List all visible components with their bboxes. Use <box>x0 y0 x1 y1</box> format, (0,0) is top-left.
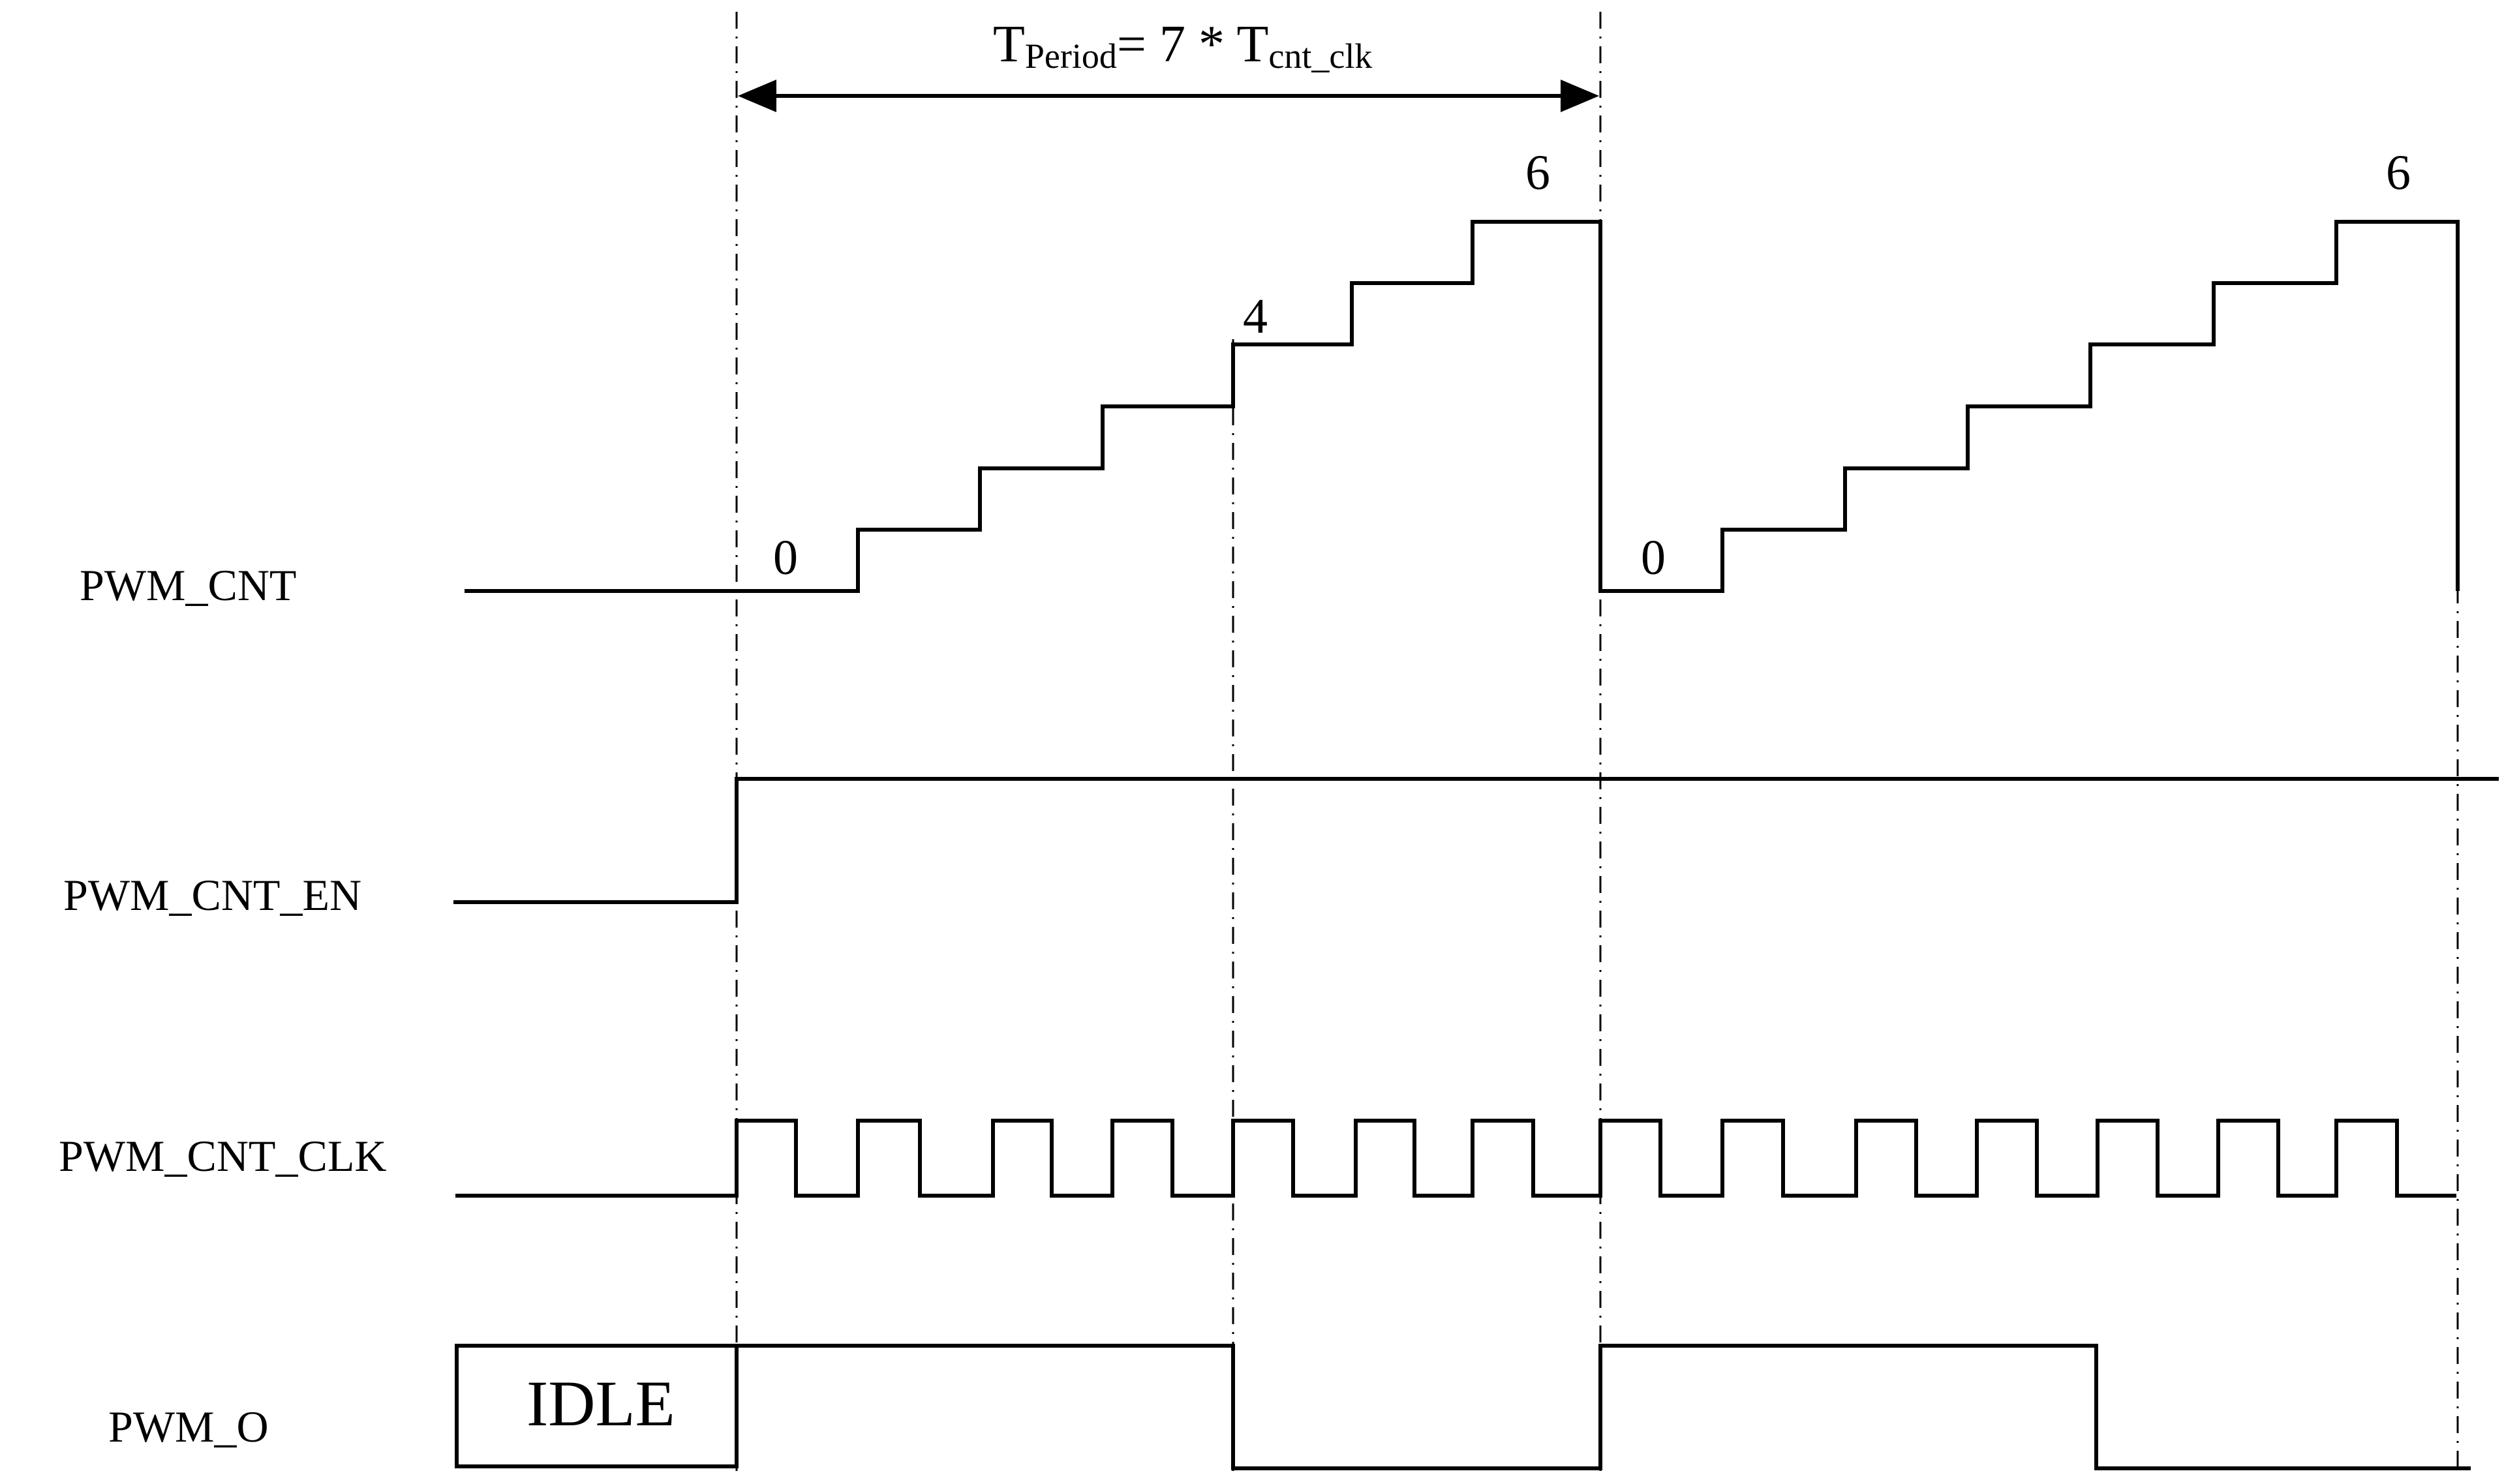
counter-value-4: 4 <box>1243 289 1268 344</box>
period-dimension: TPeriod= 7 * Tcnt_clk <box>738 16 1599 112</box>
pwm-cnt-en-waveform <box>453 777 2499 904</box>
period-arrow-right-head <box>1561 80 1599 112</box>
signal-label-pwm-cnt-clk: PWM_CNT_CLK <box>59 1131 386 1181</box>
pwm-o-idle-box: IDLE <box>455 1344 739 1468</box>
signal-label-pwm-cnt-en: PWM_CNT_EN <box>63 870 361 920</box>
pwm-cnt-clk-waveform <box>455 1119 2456 1198</box>
pwm-o-waveform <box>735 1344 2471 1470</box>
signal-label-pwm-o: PWM_O <box>108 1402 269 1451</box>
counter-value-6-second: 6 <box>2386 145 2411 200</box>
signal-label-pwm-cnt: PWM_CNT <box>80 560 296 610</box>
pwm-cnt-waveform <box>465 220 2460 593</box>
timing-guides <box>735 12 2459 1471</box>
period-arrow-left-head <box>738 80 776 112</box>
counter-value-0-second: 0 <box>1641 530 1666 585</box>
counter-value-0-first: 0 <box>773 530 798 585</box>
idle-label: IDLE <box>527 1367 675 1440</box>
counter-value-6-first: 6 <box>1525 145 1550 200</box>
period-label: TPeriod= 7 * Tcnt_clk <box>993 16 1372 76</box>
